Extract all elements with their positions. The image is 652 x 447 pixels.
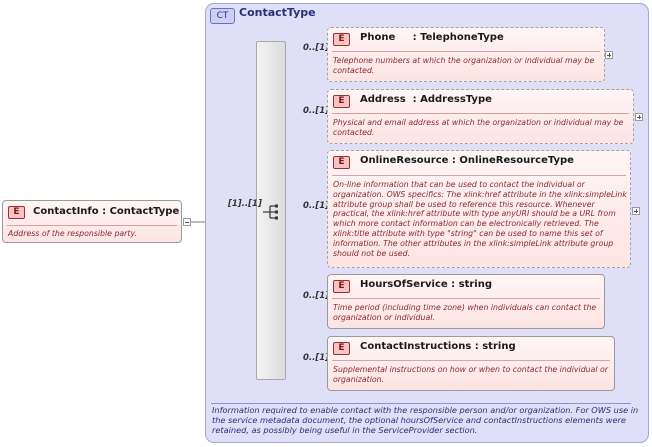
divider: [332, 298, 600, 299]
expand-icon[interactable]: [635, 113, 643, 121]
root-multiplicity: [1]..[1]: [228, 199, 262, 209]
element-phone[interactable]: E Phone : TelephoneType Telephone number…: [327, 27, 605, 82]
hoursofservice-multiplicity: 0..[1]: [303, 291, 330, 301]
element-contactinstructions[interactable]: E ContactInstructions : string Supplemen…: [327, 336, 615, 391]
element-doc: Physical and email address at which the …: [333, 118, 624, 137]
sequence-compositor[interactable]: [256, 41, 286, 380]
element-onlineresource[interactable]: E OnlineResource : OnlineResourceType On…: [327, 150, 631, 268]
expand-icon[interactable]: [632, 207, 640, 215]
complex-type-divider: [211, 403, 631, 404]
expand-icon[interactable]: [605, 51, 613, 59]
element-doc: Time period (including time zone) when i…: [333, 303, 597, 322]
element-badge: E: [333, 280, 350, 293]
divider: [332, 360, 610, 361]
divider: [332, 175, 626, 176]
element-hoursofservice[interactable]: E HoursOfService : string Time period (i…: [327, 274, 605, 329]
complex-type-doc: Information required to enable contact w…: [212, 405, 639, 435]
collapse-icon[interactable]: [183, 218, 191, 226]
phone-multiplicity: 0..[1]: [303, 43, 330, 53]
onlineresource-multiplicity: 0..[1]: [303, 201, 330, 211]
element-name: HoursOfService : string: [360, 279, 492, 290]
element-name: Phone : TelephoneType: [360, 32, 504, 43]
complex-type-title: ContactType: [239, 6, 316, 19]
element-badge: E: [8, 206, 25, 219]
element-badge: E: [333, 342, 350, 355]
element-name: ContactInstructions : string: [360, 341, 516, 352]
root-element-name: ContactInfo : ContactType: [33, 206, 180, 217]
contactinstructions-multiplicity: 0..[1]: [303, 353, 330, 363]
complex-type-badge: CT: [210, 8, 235, 24]
element-name: OnlineResource : OnlineResourceType: [360, 155, 574, 166]
element-doc: Supplemental instructions on how or when…: [333, 365, 608, 384]
element-address[interactable]: E Address : AddressType Physical and ema…: [327, 89, 634, 144]
element-doc: Telephone numbers at which the organizat…: [333, 56, 595, 75]
element-badge: E: [333, 156, 350, 169]
root-element-contactinfo[interactable]: E ContactInfo : ContactType Address of t…: [2, 200, 182, 243]
root-element-doc: Address of the responsible party.: [8, 229, 137, 238]
element-name: Address : AddressType: [360, 94, 492, 105]
element-badge: E: [333, 33, 350, 46]
sequence-icon: [263, 204, 278, 220]
divider: [7, 225, 177, 226]
divider: [332, 113, 629, 114]
address-multiplicity: 0..[1]: [303, 106, 330, 116]
element-badge: E: [333, 95, 350, 108]
divider: [332, 51, 600, 52]
element-doc: On-line information that can be used to …: [333, 180, 627, 258]
